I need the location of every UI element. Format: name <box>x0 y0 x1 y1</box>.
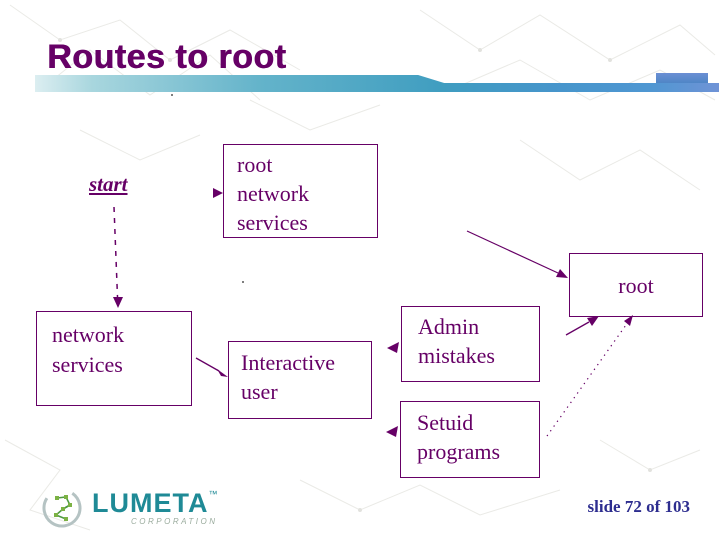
box-line: programs <box>417 439 501 464</box>
box-line: Admin <box>418 314 480 339</box>
box-root: root <box>569 253 703 317</box>
arrowhead-into-root-network-services <box>213 188 223 198</box>
arrowhead-at-admin-mistakes <box>387 342 399 353</box>
lumeta-logo-icon <box>42 488 82 528</box>
box-line: mistakes <box>418 343 495 368</box>
lumeta-logo: LUMETA™ CORPORATION <box>40 485 217 531</box>
slide-title: Routes to root <box>47 38 287 76</box>
box-line: Setuid <box>417 410 474 435</box>
lumeta-brand-text: LUMETA <box>92 488 209 518</box>
box-line: network <box>237 181 310 206</box>
box-network-services: network services <box>36 311 192 406</box>
box-line: services <box>237 210 308 235</box>
arrowhead-at-setuid-programs <box>386 426 398 437</box>
lumeta-subtitle-text: CORPORATION <box>131 517 218 526</box>
arrow-setuid-programs-to-root <box>546 315 633 437</box>
title-underline-bar-thin <box>440 83 719 92</box>
box-line: Interactive <box>241 350 336 375</box>
title-underline-bar <box>35 75 447 92</box>
box-setuid-programs: Setuid programs <box>400 401 540 478</box>
box-line: network <box>52 322 125 347</box>
trademark-symbol: ™ <box>208 489 218 499</box>
box-line: root <box>618 272 654 298</box>
arrow-start-to-network-services <box>113 206 123 308</box>
title-underline-bar-accent <box>656 73 708 83</box>
arrow-admin-mistakes-to-root <box>565 316 599 336</box>
box-root-network-services: root network services <box>223 144 378 238</box>
arrow-root-network-services-to-root <box>466 230 568 278</box>
box-line: user <box>241 379 278 404</box>
slide-counter: slide 72 of 103 <box>587 497 690 516</box>
box-line: services <box>52 352 123 377</box>
box-line: root <box>237 152 273 177</box>
box-admin-mistakes: Admin mistakes <box>401 306 540 382</box>
start-label: start <box>89 172 128 196</box>
box-interactive-user: Interactive user <box>228 341 372 419</box>
arrow-network-services-to-interactive-user <box>195 357 228 377</box>
